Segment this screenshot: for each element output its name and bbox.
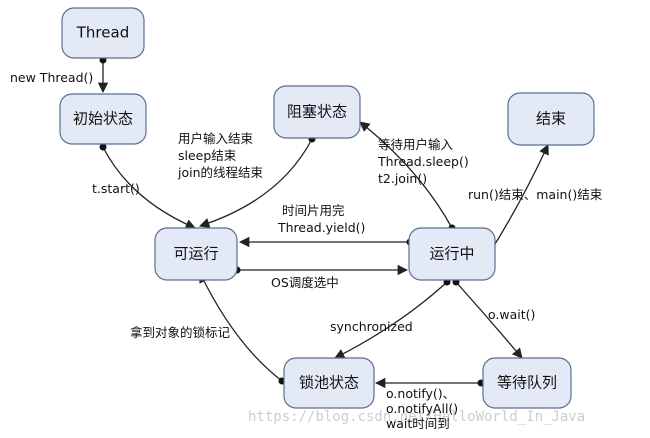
label-blocked-return-3: join的线程结束 xyxy=(177,165,264,180)
state-waitqueue-label: 等待队列 xyxy=(497,374,557,392)
state-waitqueue: 等待队列 xyxy=(482,357,572,409)
state-end-label: 结束 xyxy=(536,110,566,128)
edge-blocked-return xyxy=(199,138,313,229)
label-yield-1: 时间片用完 xyxy=(282,203,345,218)
state-init: 初始状态 xyxy=(59,93,147,145)
state-lockpool-label: 锁池状态 xyxy=(299,374,359,392)
label-notify-2: o.notifyAll() xyxy=(386,401,458,416)
state-thread-label: Thread xyxy=(76,24,129,42)
state-end: 结束 xyxy=(507,92,595,146)
edge-labels: new Thread() t.start() 用户输入结束 sleep结束 jo… xyxy=(10,70,603,431)
label-scheduled: OS调度选中 xyxy=(271,275,339,290)
label-synchronized: synchronized xyxy=(330,319,413,334)
label-yield-2: Thread.yield() xyxy=(277,220,365,235)
edge-to-blocked xyxy=(359,121,453,229)
states: Thread 初始状态 阻塞状态 结束 可运行 运行中 锁池状态 等待队列 xyxy=(59,7,595,409)
state-running-label: 运行中 xyxy=(429,245,474,263)
label-blocked-return-2: sleep结束 xyxy=(178,148,237,163)
state-init-label: 初始状态 xyxy=(73,110,133,128)
state-runnable-label: 可运行 xyxy=(173,245,218,263)
label-notify-1: o.notify()、 xyxy=(386,386,455,401)
label-start: t.start() xyxy=(92,181,140,196)
edge-start xyxy=(102,146,196,230)
state-lockpool: 锁池状态 xyxy=(283,357,375,409)
edge-synchronized xyxy=(334,281,448,359)
edge-wait xyxy=(455,281,523,359)
watermark: https://blog.csdn.net/HelloWorld_In_Java xyxy=(248,409,585,425)
edges xyxy=(97,56,549,389)
state-running: 运行中 xyxy=(408,227,496,281)
label-got-lock: 拿到对象的锁标记 xyxy=(130,325,231,340)
label-new-thread: new Thread() xyxy=(10,70,93,85)
label-to-blocked-3: t2.join() xyxy=(378,171,427,186)
state-blocked: 阻塞状态 xyxy=(273,85,361,139)
label-to-end: run()结束、main()结束 xyxy=(468,187,603,202)
label-to-blocked-2: Thread.sleep() xyxy=(377,154,469,169)
label-notify-3: wait时间到 xyxy=(386,416,450,431)
edge-to-end xyxy=(489,144,549,253)
label-wait: o.wait() xyxy=(488,307,535,322)
state-blocked-label: 阻塞状态 xyxy=(287,103,347,121)
edge-got-lock xyxy=(199,272,283,382)
state-thread: Thread xyxy=(61,7,145,59)
edge-start-origin xyxy=(99,143,107,151)
label-blocked-return-1: 用户输入结束 xyxy=(178,131,254,146)
state-runnable: 可运行 xyxy=(154,227,238,281)
label-to-blocked-1: 等待用户输入 xyxy=(378,137,454,152)
